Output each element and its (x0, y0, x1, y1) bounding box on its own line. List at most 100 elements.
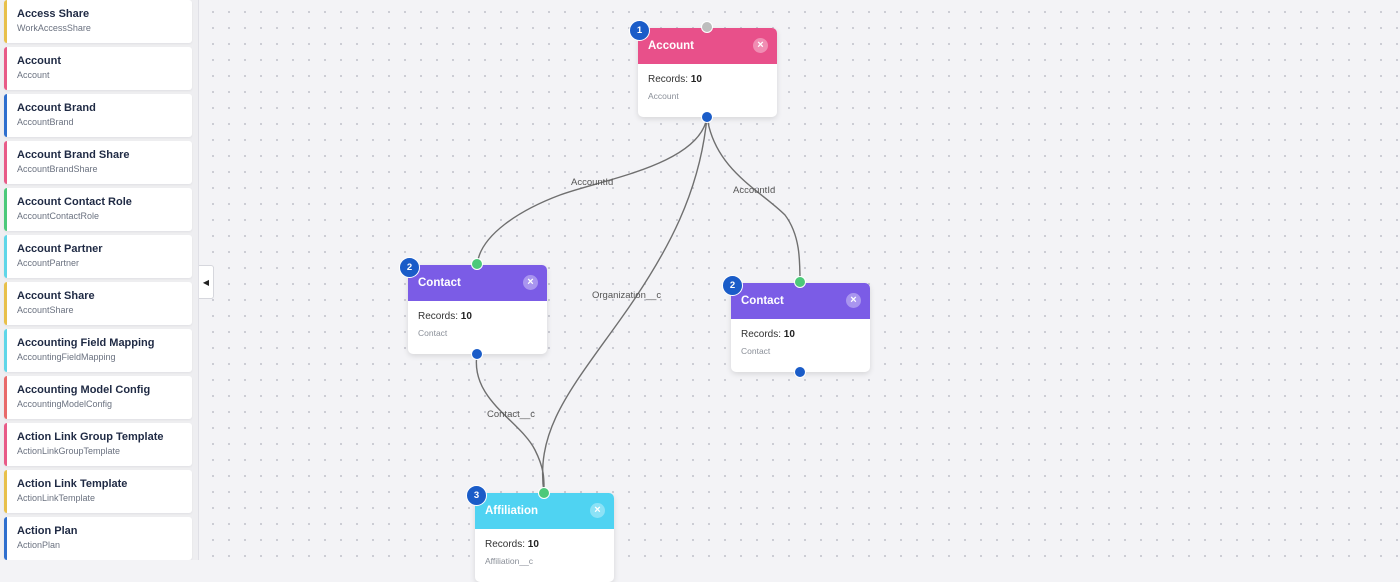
sidebar-item-account-share[interactable]: Account Share AccountShare (4, 282, 192, 325)
records-label: Records: (485, 539, 526, 550)
edge-layer: AccountId AccountId Organization__c Cont… (475, 116, 801, 494)
records-count: Records: 10 (741, 329, 795, 340)
sidebar-item-api-name: AccountBrand (17, 117, 74, 127)
records-value: 10 (783, 329, 795, 340)
edge-account-affiliation[interactable] (541, 116, 708, 494)
target-handle[interactable] (701, 21, 713, 33)
node-header[interactable]: Affiliation × (475, 493, 614, 529)
item-color-bar (4, 94, 7, 137)
item-color-bar (4, 282, 7, 325)
node-title: Contact (741, 295, 784, 307)
sidebar-item-api-name: AccountingFieldMapping (17, 352, 116, 362)
node-header[interactable]: Contact × (731, 283, 870, 319)
sidebar-item-title: Action Link Template (17, 478, 128, 490)
close-icon[interactable]: × (523, 275, 538, 290)
item-color-bar (4, 470, 7, 513)
node-api-name: Affiliation__c (485, 556, 534, 566)
sidebar-item-api-name: ActionLinkGroupTemplate (17, 446, 121, 456)
sidebar-item-title: Action Plan (17, 525, 78, 537)
records-value: 10 (690, 74, 702, 85)
node-body: Records: 10 Affiliation__c (475, 529, 614, 582)
node-contact-right[interactable]: Contact × Records: 10 Contact (731, 283, 870, 372)
records-count: Records: 10 (648, 74, 702, 85)
sidebar-item-action-link-template[interactable]: Action Link Template ActionLinkTemplate (4, 470, 192, 513)
sidebar-item-account-partner[interactable]: Account Partner AccountPartner (4, 235, 192, 278)
records-value: 10 (527, 539, 539, 550)
node-api-name: Contact (418, 328, 448, 338)
object-sidebar: Access Share WorkAccessShare Account Acc… (0, 0, 199, 560)
edge-label: Organization__c (592, 290, 661, 301)
sidebar-collapse-button[interactable]: ◀ (199, 265, 214, 299)
sidebar-item-action-link-group-template[interactable]: Action Link Group Template ActionLinkGro… (4, 423, 192, 466)
edge-account-contact-right[interactable] (706, 116, 801, 284)
node-title: Affiliation (485, 505, 539, 517)
step-badge: 1 (629, 20, 650, 41)
sidebar-item-account-brand-share[interactable]: Account Brand Share AccountBrandShare (4, 141, 192, 184)
edge-contact-affiliation[interactable] (475, 353, 545, 494)
node-account[interactable]: Account × Records: 10 Account (638, 28, 777, 117)
item-color-bar (4, 235, 7, 278)
node-header[interactable]: Contact × (408, 265, 547, 301)
step-badge: 2 (722, 275, 743, 296)
sidebar-item-title: Account Contact Role (17, 196, 132, 208)
step-badge: 3 (466, 485, 487, 506)
sidebar-item-title: Action Link Group Template (17, 431, 164, 443)
step-badge: 2 (399, 257, 420, 278)
item-color-bar (4, 141, 7, 184)
node-title: Contact (418, 277, 461, 289)
sidebar-item-api-name: AccountingModelConfig (17, 399, 113, 409)
source-handle[interactable] (794, 366, 806, 378)
sidebar-item-action-plan[interactable]: Action Plan ActionPlan (4, 517, 192, 560)
triangle-left-icon: ◀ (202, 277, 210, 287)
sidebar-item-account[interactable]: Account Account (4, 47, 192, 90)
item-color-bar (4, 329, 7, 372)
item-color-bar (4, 0, 7, 43)
records-label: Records: (648, 74, 689, 85)
sidebar-item-title: Account Share (17, 290, 95, 302)
sidebar-item-title: Account (17, 55, 61, 67)
sidebar-item-account-contact-role[interactable]: Account Contact Role AccountContactRole (4, 188, 192, 231)
node-api-name: Contact (741, 346, 771, 356)
node-api-name: Account (648, 91, 679, 101)
records-label: Records: (418, 311, 459, 322)
node-body: Records: 10 Contact (731, 319, 870, 372)
sidebar-item-api-name: Account (17, 70, 50, 80)
edge-label: AccountId (733, 185, 775, 196)
target-handle[interactable] (471, 258, 483, 270)
sidebar-item-title: Account Brand Share (17, 149, 130, 161)
close-icon[interactable]: × (590, 503, 605, 518)
edge-account-contact-left[interactable] (476, 116, 708, 266)
item-color-bar (4, 188, 7, 231)
sidebar-item-title: Account Brand (17, 102, 96, 114)
sidebar-item-access-share[interactable]: Access Share WorkAccessShare (4, 0, 192, 43)
node-contact-left[interactable]: Contact × Records: 10 Contact (408, 265, 547, 354)
records-label: Records: (741, 329, 782, 340)
node-body: Records: 10 Account (638, 64, 777, 117)
sidebar-item-api-name: ActionLinkTemplate (17, 493, 96, 503)
item-color-bar (4, 517, 7, 560)
node-header[interactable]: Account × (638, 28, 777, 64)
target-handle[interactable] (794, 276, 806, 288)
source-handle[interactable] (701, 111, 713, 123)
target-handle[interactable] (538, 487, 550, 499)
node-body: Records: 10 Contact (408, 301, 547, 354)
sidebar-item-title: Access Share (17, 8, 90, 20)
sidebar-item-accounting-model-config[interactable]: Accounting Model Config AccountingModelC… (4, 376, 192, 419)
sidebar-item-api-name: AccountBrandShare (17, 164, 98, 174)
sidebar-item-title: Account Partner (17, 243, 103, 255)
close-icon[interactable]: × (753, 38, 768, 53)
close-icon[interactable]: × (846, 293, 861, 308)
sidebar-item-accounting-field-mapping[interactable]: Accounting Field Mapping AccountingField… (4, 329, 192, 372)
sidebar-item-api-name: AccountShare (17, 305, 74, 315)
sidebar-item-account-brand[interactable]: Account Brand AccountBrand (4, 94, 192, 137)
edge-label: AccountId (571, 177, 613, 188)
records-count: Records: 10 (418, 311, 472, 322)
node-title: Account (648, 40, 694, 52)
item-color-bar (4, 423, 7, 466)
source-handle[interactable] (471, 348, 483, 360)
sidebar-item-api-name: WorkAccessShare (17, 23, 91, 33)
node-affiliation[interactable]: Affiliation × Records: 10 Affiliation__c (475, 493, 614, 582)
edge-label: Contact__c (487, 409, 535, 420)
sidebar-item-title: Accounting Field Mapping (17, 337, 155, 349)
records-count: Records: 10 (485, 539, 539, 550)
